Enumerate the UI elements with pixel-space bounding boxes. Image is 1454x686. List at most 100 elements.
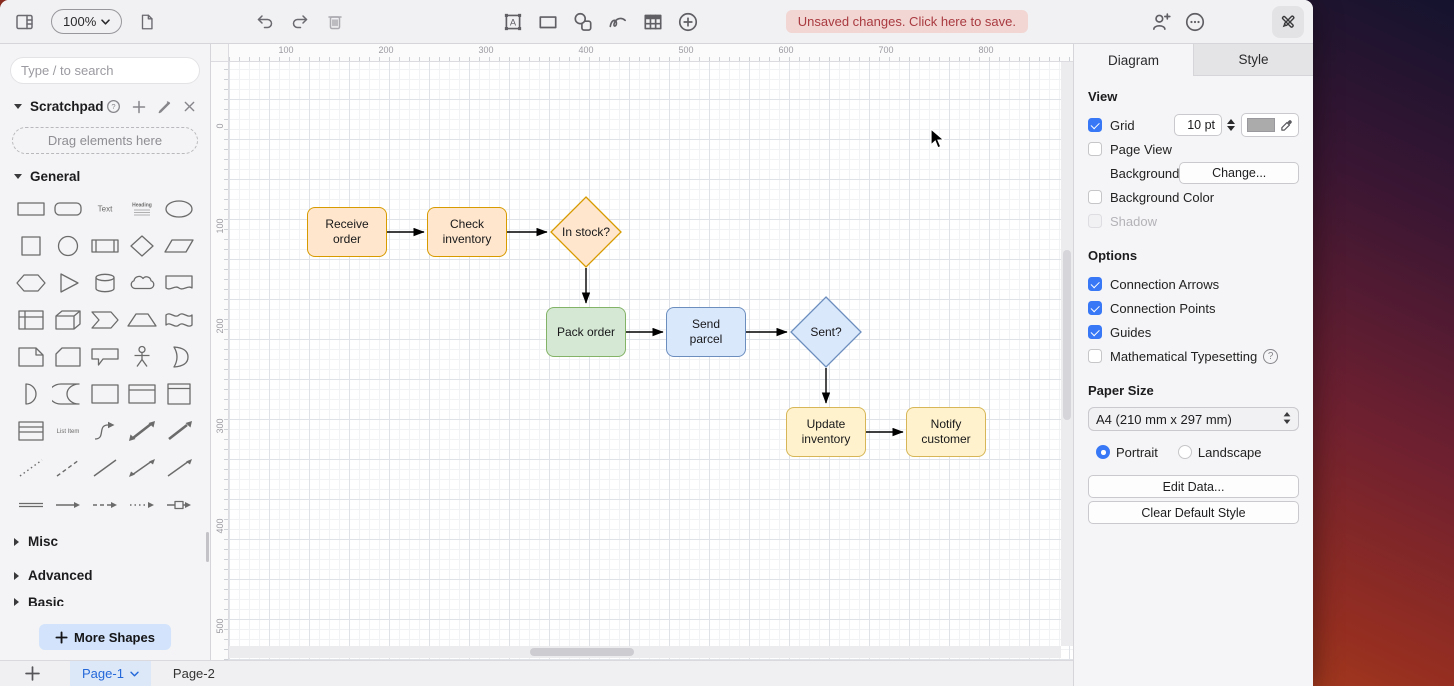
trash-icon[interactable] xyxy=(320,7,350,37)
shape-dotted-line[interactable] xyxy=(15,456,47,480)
node-notify-customer[interactable]: Notify customer xyxy=(906,407,986,457)
undo-icon[interactable] xyxy=(250,7,280,37)
add-icon[interactable] xyxy=(132,100,146,114)
portrait-radio[interactable] xyxy=(1096,445,1110,459)
node-send-parcel[interactable]: Send parcel xyxy=(666,307,746,357)
shape-curve[interactable] xyxy=(89,419,121,443)
shape-process[interactable] xyxy=(89,234,121,258)
shape-list-item[interactable]: List Item xyxy=(52,419,84,443)
node-check-inventory[interactable]: Check inventory xyxy=(427,207,507,257)
shape-labeled-link[interactable] xyxy=(163,493,195,517)
grid-checkbox[interactable] xyxy=(1088,118,1102,132)
shape-window[interactable] xyxy=(126,382,158,406)
shape-actor[interactable] xyxy=(126,345,158,369)
guides-checkbox[interactable] xyxy=(1088,325,1102,339)
advanced-section-header[interactable]: Advanced xyxy=(0,553,210,587)
background-change-button[interactable]: Change... xyxy=(1179,162,1299,184)
shape-rounded-rectangle[interactable] xyxy=(52,197,84,221)
shape-square[interactable] xyxy=(15,234,47,258)
format-panel-icon[interactable] xyxy=(9,7,39,37)
shape-dashed-line[interactable] xyxy=(52,456,84,480)
redo-icon[interactable] xyxy=(285,7,315,37)
misc-section-header[interactable]: Misc xyxy=(0,517,210,553)
page-icon[interactable] xyxy=(132,7,162,37)
background-color-checkbox[interactable] xyxy=(1088,190,1102,204)
node-update-inventory[interactable]: Update inventory xyxy=(786,407,866,457)
shape-link[interactable] xyxy=(15,493,47,517)
shape-data-storage[interactable] xyxy=(51,382,84,406)
sidebar-scrollbar[interactable] xyxy=(206,532,209,562)
shape-note[interactable] xyxy=(15,345,47,369)
scratchpad-dropzone[interactable]: Drag elements here xyxy=(12,127,198,154)
page-tab-1[interactable]: Page-1 xyxy=(70,660,151,686)
table-icon[interactable] xyxy=(638,7,668,37)
shape-ellipse[interactable] xyxy=(163,197,195,221)
shape-arrow-link[interactable] xyxy=(52,493,84,517)
node-receive-order[interactable]: Receive order xyxy=(307,207,387,257)
shape-hexagon[interactable] xyxy=(15,271,47,295)
shape-circle[interactable] xyxy=(52,234,84,258)
shape-bidirectional-connector[interactable] xyxy=(126,456,158,480)
shape-line[interactable] xyxy=(89,456,121,480)
search-input[interactable] xyxy=(21,63,197,78)
shape-internal-storage[interactable] xyxy=(15,308,47,332)
shape-document[interactable] xyxy=(163,271,195,295)
general-section-header[interactable]: General xyxy=(0,154,210,188)
shape-bidirectional-arrow[interactable] xyxy=(126,419,158,443)
more-shapes-button[interactable]: More Shapes xyxy=(39,624,171,650)
shape-trapezoid[interactable] xyxy=(126,308,158,332)
shape-directional-connector[interactable] xyxy=(163,456,195,480)
shape-search[interactable] xyxy=(10,57,200,84)
edit-pencil-icon[interactable] xyxy=(157,99,172,114)
edit-data-button[interactable]: Edit Data... xyxy=(1088,475,1299,498)
page-tab-2[interactable]: Page-2 xyxy=(161,661,227,686)
vertical-scrollbar[interactable] xyxy=(1061,62,1073,646)
shape-card[interactable] xyxy=(52,345,84,369)
share-icon[interactable] xyxy=(1146,7,1176,37)
clear-default-style-button[interactable]: Clear Default Style xyxy=(1088,501,1299,524)
flowchart-edges[interactable] xyxy=(229,62,1073,660)
scratchpad-section-header[interactable]: Scratchpad ? xyxy=(0,84,210,118)
add-page-button[interactable] xyxy=(22,664,42,684)
math-typesetting-checkbox[interactable] xyxy=(1088,349,1102,363)
shape-list[interactable] xyxy=(15,419,47,443)
shape-tape[interactable] xyxy=(163,308,195,332)
shape-container[interactable] xyxy=(89,382,121,406)
unsaved-changes-banner[interactable]: Unsaved changes. Click here to save. xyxy=(785,10,1028,33)
shape-vertical-container[interactable] xyxy=(163,382,195,406)
help-icon[interactable]: ? xyxy=(1263,348,1279,364)
shape-rectangle[interactable] xyxy=(15,197,47,221)
shapes-icon[interactable] xyxy=(568,7,598,37)
shape-and[interactable] xyxy=(15,382,47,406)
shape-arrow[interactable] xyxy=(163,419,195,443)
insert-icon[interactable] xyxy=(673,7,703,37)
node-pack-order[interactable]: Pack order xyxy=(546,307,626,357)
page-view-checkbox[interactable] xyxy=(1088,142,1102,156)
zoom-dropdown[interactable]: 100% xyxy=(51,9,123,34)
shape-callout[interactable] xyxy=(89,345,121,369)
tab-diagram[interactable]: Diagram xyxy=(1074,44,1194,76)
shape-parallelogram[interactable] xyxy=(163,234,195,258)
grid-size-stepper[interactable] xyxy=(1224,114,1237,136)
grid-size-input[interactable] xyxy=(1174,114,1222,136)
horizontal-scrollbar[interactable] xyxy=(229,646,1061,658)
shape-cloud[interactable] xyxy=(126,271,158,295)
shape-or[interactable] xyxy=(163,345,195,369)
connection-points-checkbox[interactable] xyxy=(1088,301,1102,315)
shape-text[interactable]: Text xyxy=(89,197,121,221)
shape-dashed-link[interactable] xyxy=(89,493,121,517)
shape-triangle[interactable] xyxy=(52,271,84,295)
node-sent[interactable]: Sent? xyxy=(790,296,862,368)
shape-dotted-link[interactable] xyxy=(126,493,158,517)
shape-heading[interactable]: Heading xyxy=(126,197,158,221)
vertical-scrollbar-thumb[interactable] xyxy=(1063,250,1071,420)
horizontal-scrollbar-thumb[interactable] xyxy=(530,648,634,656)
tools-icon[interactable] xyxy=(1272,5,1304,38)
more-icon[interactable] xyxy=(1180,7,1210,37)
freehand-icon[interactable] xyxy=(603,7,633,37)
help-icon[interactable]: ? xyxy=(106,99,121,114)
landscape-radio[interactable] xyxy=(1177,445,1192,459)
shape-diamond[interactable] xyxy=(126,234,158,258)
paper-size-select[interactable]: A4 (210 mm x 297 mm) xyxy=(1088,407,1299,431)
